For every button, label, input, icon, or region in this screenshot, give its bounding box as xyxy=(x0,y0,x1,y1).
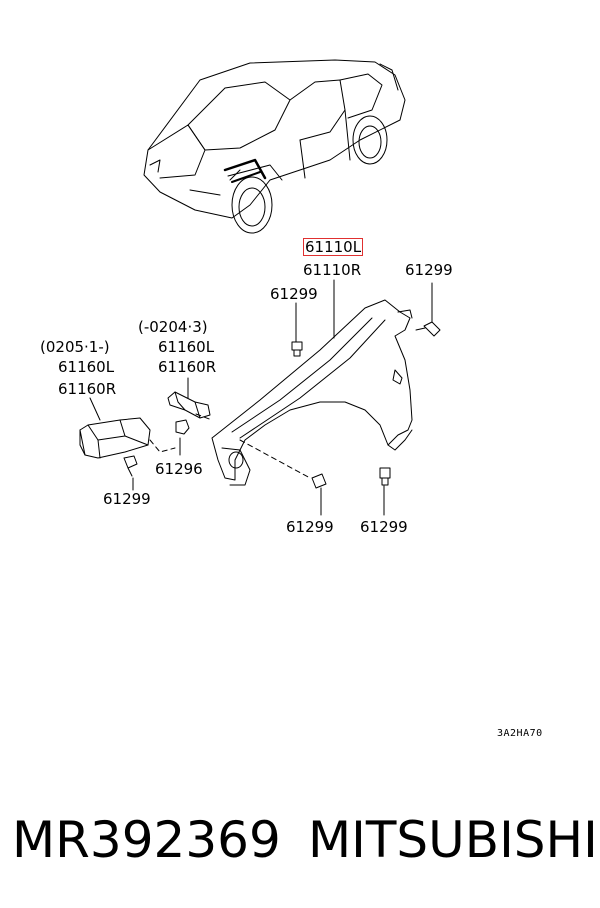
footer: MR392369 MITSUBISHI xyxy=(0,800,600,880)
label-part-61110r[interactable]: 61110R xyxy=(303,261,362,279)
label-clip-bottom-mid[interactable]: 61299 xyxy=(286,518,334,536)
fender-illustration xyxy=(211,299,413,486)
footer-part-number: MR392369 xyxy=(12,811,281,869)
label-nut-61296[interactable]: 61296 xyxy=(155,460,203,478)
label-clip-top-right[interactable]: 61299 xyxy=(405,261,453,279)
label-bracket-mid-r[interactable]: 61160R xyxy=(158,358,217,376)
leader-lines xyxy=(89,279,433,516)
bracket-middle xyxy=(167,391,211,419)
label-clip-top-mid[interactable]: 61299 xyxy=(270,285,318,303)
label-range-mid: (-0204·3) xyxy=(138,318,208,336)
diagram-code: 3A2HA70 xyxy=(497,728,543,739)
label-range-left: (0205·1-) xyxy=(40,338,110,356)
nut-61296 xyxy=(175,419,190,435)
car-illustration xyxy=(143,59,406,234)
label-clip-bottom-left[interactable]: 61299 xyxy=(103,490,151,508)
parts-diagram xyxy=(79,59,441,516)
footer-brand: MITSUBISHI xyxy=(308,811,598,869)
clip-bottom-left xyxy=(123,455,138,477)
label-bracket-mid-l[interactable]: 61160L xyxy=(158,338,215,356)
clip-top-mid xyxy=(291,329,303,357)
bracket-left xyxy=(79,417,151,459)
label-part-61110l[interactable]: 61110L xyxy=(303,238,364,256)
label-clip-bottom-right[interactable]: 61299 xyxy=(360,518,408,536)
label-bracket-left-l[interactable]: 61160L xyxy=(58,358,115,376)
clip-top-right xyxy=(415,321,441,337)
clip-bottom-right xyxy=(379,467,391,486)
label-bracket-left-r[interactable]: 61160R xyxy=(58,380,117,398)
clip-bottom-mid xyxy=(311,473,327,489)
